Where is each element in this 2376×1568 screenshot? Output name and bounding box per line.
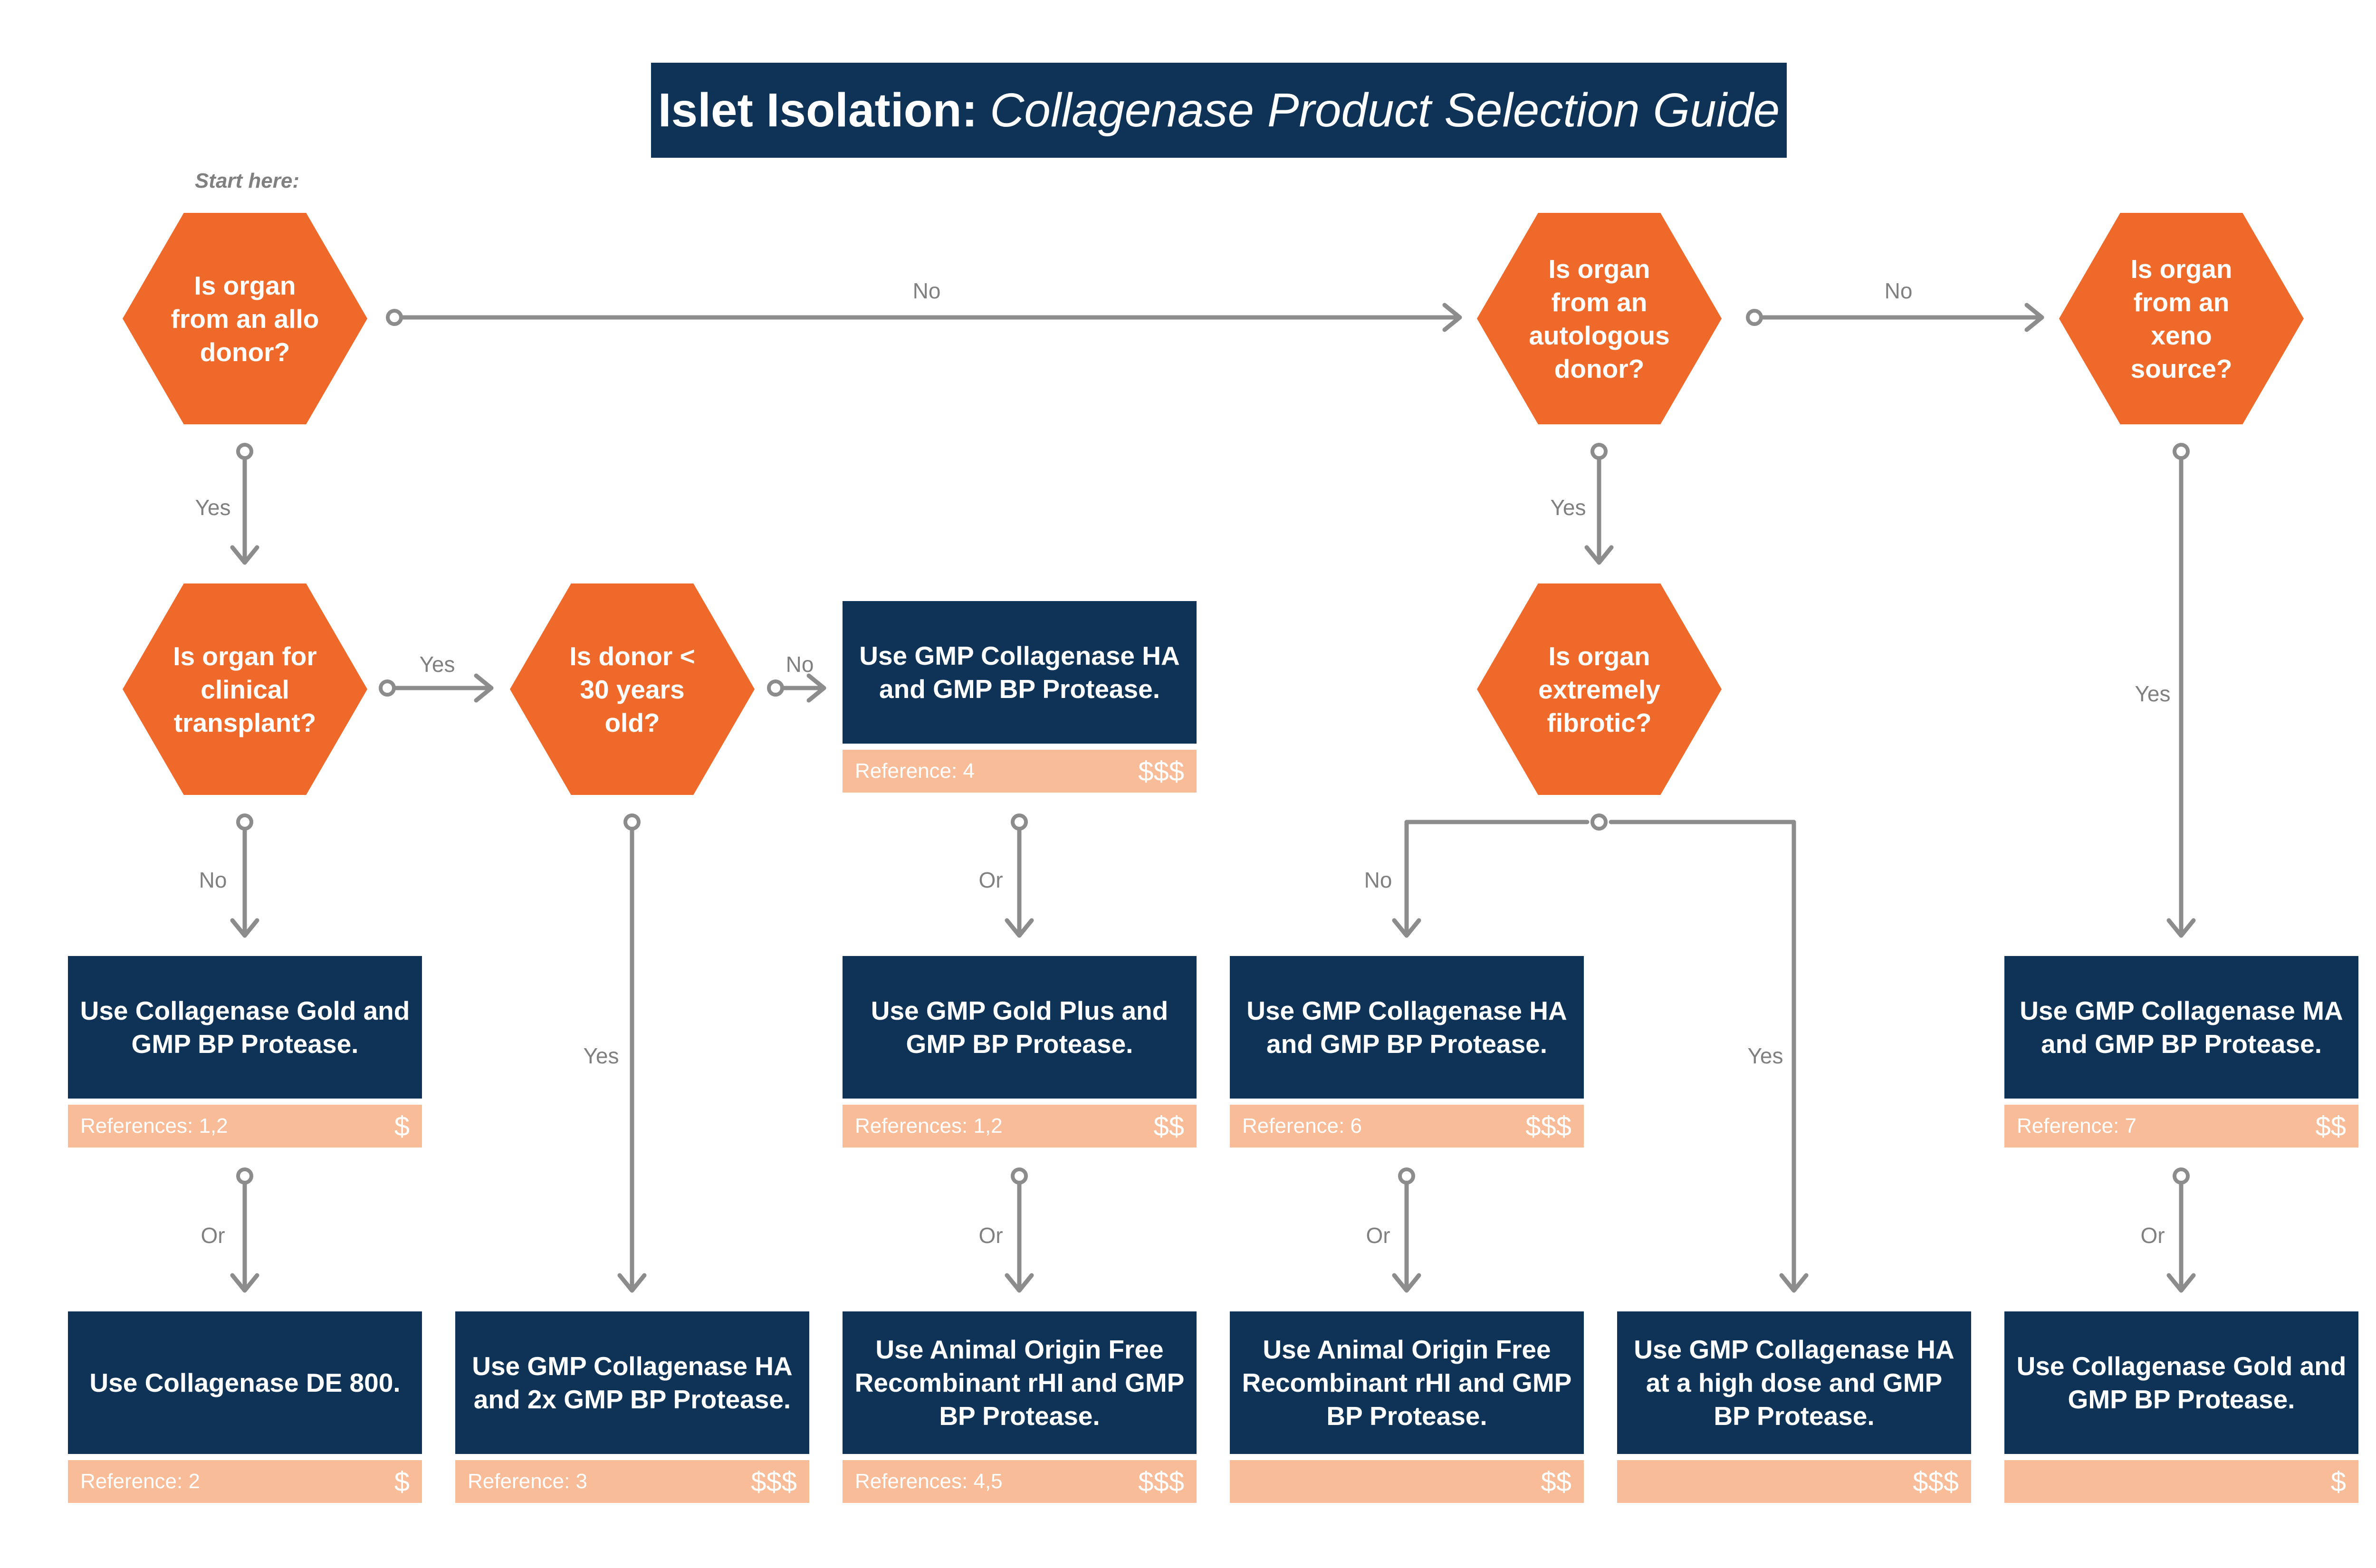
label-young-or: Or xyxy=(978,868,1003,892)
reference-text: References: 4,5 xyxy=(855,1470,1003,1493)
result-autologous-gmp-ha-bp: Use GMP Collagenase HA and GMP BP Protea… xyxy=(1230,956,1584,1099)
result-text: Use GMP Collagenase HA and 2x GMP BP Pro… xyxy=(472,1351,793,1414)
question-autologous-donor-text: Is organ from an autologous donor? xyxy=(1529,254,1670,383)
question-clinical-transplant-text: Is organ for clinical transplant? xyxy=(173,641,317,737)
label-allo-yes: Yes xyxy=(195,495,231,520)
result-text: Use GMP Collagenase MA and GMP BP Protea… xyxy=(2020,996,2343,1059)
reference-text: Reference: 4 xyxy=(855,759,975,783)
result-gmp-ha-high-dose: Use GMP Collagenase HA at a high dose an… xyxy=(1617,1311,1971,1454)
question-donor-age: Is donor < 30 years old? xyxy=(510,583,755,795)
start-label: Start here: xyxy=(194,169,300,192)
connector-fibrotic-no xyxy=(1404,820,1590,936)
label-xeno-yes: Yes xyxy=(2135,681,2171,706)
reference-bar: References: 1,2 $ xyxy=(68,1105,422,1147)
reference-text: References: 1,2 xyxy=(80,1114,228,1138)
reference-text: References: 1,2 xyxy=(855,1114,1003,1138)
title-bold: Islet Isolation: xyxy=(658,83,978,137)
price-label: $$$ xyxy=(1525,1110,1571,1142)
reference-bar: Reference: 2 $ xyxy=(68,1460,422,1503)
result-autologous-aof-rhi-bp: Use Animal Origin Free Recombinant rHI a… xyxy=(1230,1311,1584,1454)
result-text: Use Collagenase Gold and GMP BP Protease… xyxy=(80,996,410,1059)
result-aof-rhi-bp: Use Animal Origin Free Recombinant rHI a… xyxy=(843,1311,1197,1454)
price-label: $$$ xyxy=(1913,1466,1959,1497)
label-autologous-no: No xyxy=(1884,278,1913,303)
result-text: Use GMP Collagenase HA and GMP BP Protea… xyxy=(1246,996,1567,1059)
result-text: Use Collagenase DE 800. xyxy=(89,1368,401,1397)
label-age-yes: Yes xyxy=(583,1043,619,1068)
reference-bar: References: 1,2 $$ xyxy=(843,1105,1197,1147)
price-label: $ xyxy=(394,1110,410,1142)
price-label: $$$ xyxy=(751,1466,797,1497)
title-italic: Collagenase Product Selection Guide xyxy=(990,83,1780,137)
title-banner: Islet Isolation: Collagenase Product Sel… xyxy=(651,63,1787,158)
question-allo-donor-text: Is organ from an allo donor? xyxy=(171,270,319,367)
price-label: $$ xyxy=(2315,1110,2346,1142)
result-xeno-gmp-ma-bp: Use GMP Collagenase MA and GMP BP Protea… xyxy=(2004,956,2358,1099)
result-text: Use Collagenase Gold and GMP BP Protease… xyxy=(2016,1351,2347,1414)
reference-bar: Reference: 4 $$$ xyxy=(843,750,1197,793)
result-text: Use GMP Collagenase HA and GMP BP Protea… xyxy=(859,641,1180,704)
reference-bar: $$$ xyxy=(1617,1460,1971,1503)
question-xeno-source: Is organ from an xeno source? xyxy=(2059,213,2304,424)
label-ma-or: Or xyxy=(2140,1223,2165,1248)
label-gold-or: Or xyxy=(201,1223,225,1248)
result-collagenase-de800: Use Collagenase DE 800. xyxy=(68,1311,422,1454)
result-text: Use Animal Origin Free Recombinant rHI a… xyxy=(854,1335,1185,1431)
label-age-no: No xyxy=(786,652,814,677)
result-text: Use Animal Origin Free Recombinant rHI a… xyxy=(1242,1335,1572,1431)
question-fibrotic-text: Is organ extremely fibrotic? xyxy=(1538,641,1660,737)
connector-fibrotic-yes xyxy=(1609,820,1796,1291)
result-collagenase-gold-bp: Use Collagenase Gold and GMP BP Protease… xyxy=(68,956,422,1099)
label-allo-no: No xyxy=(912,278,941,303)
reference-bar: References: 4,5 $$$ xyxy=(843,1460,1197,1503)
reference-bar: Reference: 3 $$$ xyxy=(455,1460,809,1503)
question-donor-age-text: Is donor < 30 years old? xyxy=(569,641,695,737)
price-label: $$ xyxy=(1153,1110,1184,1142)
result-text: Use GMP Gold Plus and GMP BP Protease. xyxy=(871,996,1169,1059)
reference-bar: Reference: 7 $$ xyxy=(2004,1105,2358,1147)
reference-text: Reference: 7 xyxy=(2017,1114,2136,1138)
label-autoha-or: Or xyxy=(1366,1223,1390,1248)
result-gmp-ha-bp-young: Use GMP Collagenase HA and GMP BP Protea… xyxy=(843,601,1197,744)
price-label: $$ xyxy=(1541,1466,1571,1497)
label-autologous-yes: Yes xyxy=(1550,495,1586,520)
price-label: $ xyxy=(394,1466,410,1497)
result-gmp-gold-plus: Use GMP Gold Plus and GMP BP Protease. xyxy=(843,956,1197,1099)
reference-bar: $$ xyxy=(1230,1460,1584,1503)
reference-bar: $ xyxy=(2004,1460,2358,1503)
question-xeno-source-text: Is organ from an xeno source? xyxy=(2130,254,2232,383)
result-xeno-collagenase-gold-bp: Use Collagenase Gold and GMP BP Protease… xyxy=(2004,1311,2358,1454)
reference-text: Reference: 2 xyxy=(80,1470,200,1493)
reference-text: Reference: 3 xyxy=(468,1470,587,1493)
reference-bar: Reference: 6 $$$ xyxy=(1230,1105,1584,1147)
label-clinical-no: No xyxy=(199,868,227,892)
result-text: Use GMP Collagenase HA at a high dose an… xyxy=(1634,1335,1954,1431)
price-label: $$$ xyxy=(1138,755,1184,787)
price-label: $$$ xyxy=(1138,1466,1184,1497)
label-fibrotic-yes: Yes xyxy=(1747,1043,1783,1068)
label-fibrotic-no: No xyxy=(1364,868,1392,892)
label-clinical-yes: Yes xyxy=(419,652,455,677)
result-gmp-ha-2x-bp: Use GMP Collagenase HA and 2x GMP BP Pro… xyxy=(455,1311,809,1454)
price-label: $ xyxy=(2330,1466,2346,1497)
reference-text: Reference: 6 xyxy=(1242,1114,1362,1138)
label-goldplus-or: Or xyxy=(978,1223,1003,1248)
